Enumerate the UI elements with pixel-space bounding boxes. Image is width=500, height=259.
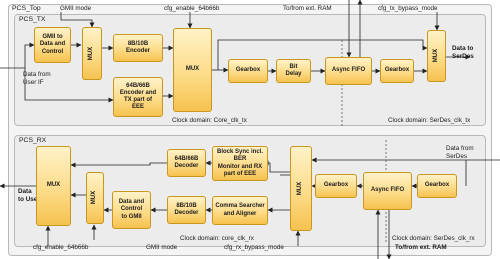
pcs-rx-title: PCS_RX (19, 137, 47, 144)
rx-gearbox2-block: Gearbox (417, 174, 457, 198)
tx-64b66b-encoder-block: 64B/66B Encoder and TX part of EEE (113, 77, 163, 117)
tx-clock-core-label: Clock domain: Core_clk_tx (172, 117, 247, 124)
rx-mux-big-block: MUX (36, 146, 71, 226)
rx-data-to-gmii-block: Data and Control to GMII (112, 191, 151, 229)
tx-gmii-to-data-block: GMII to Data and Control (34, 27, 71, 63)
rx-async-fifo-block: Async FIFO (363, 172, 412, 210)
tx-async-fifo-block: Async FIFO (325, 57, 372, 85)
rx-mux-right-block: MUX (290, 146, 312, 231)
tx-mux1-block: MUX (82, 27, 102, 80)
rx-block-sync-block: Block Sync incl. BER Monitor and RX part… (212, 146, 268, 181)
rx-ram-label: To/from ext. RAM (395, 244, 447, 251)
tx-bit-delay-block: Bit Delay (276, 59, 311, 83)
rx-data-from-serdes-label: Data from SerDes (446, 145, 474, 160)
tx-gearbox2-block: Gearbox (380, 59, 414, 83)
tx-mux1-label: MUX (88, 46, 95, 61)
tx-mux2-block: MUX (173, 28, 212, 112)
tx-data-from-user-label: Data from User IF (23, 71, 51, 86)
rx-8b10b-decoder-block: 8B/10B Decoder (167, 196, 206, 224)
rx-clock-core-label: Clock domain: core_clk_rx (180, 235, 254, 242)
tx-8b10b-encoder-block: 8B/10B Encoder (113, 34, 163, 62)
tx-gearbox1-block: Gearbox (228, 59, 268, 83)
rx-gmii-mode-label: GMII mode (146, 244, 178, 251)
pcs-tx-title: PCS_TX (19, 16, 46, 23)
tx-mux3-label: MUX (432, 49, 439, 63)
tx-mux3-block: MUX (427, 30, 446, 82)
rx-64b66b-decoder-block: 64B/66B Decoder (167, 149, 206, 177)
rx-cfg-enable-label: cfg_enable_64b66b (33, 244, 89, 251)
pcs-top-title: PCS_Top (12, 5, 41, 12)
rx-comma-searcher-block: Comma Searcher and Aligner (212, 196, 268, 225)
rx-bypass-label: cfg_rx_bypass_mode (224, 244, 284, 251)
rx-mux-small-block: MUX (86, 172, 104, 224)
rx-mux-right-label: MUX (297, 181, 304, 196)
rx-mux-small-label: MUX (91, 191, 98, 205)
rx-gearbox1-block: Gearbox (315, 174, 357, 198)
tx-cfg-enable-label: cfg_enable_64b66b (164, 5, 220, 12)
tx-clock-serdes-label: Clock domain: SerDes_clk_tx (388, 117, 471, 124)
tx-gmii-mode-label: GMII mode (60, 5, 92, 12)
tx-data-to-serdes-label: Data to SerDes (452, 45, 474, 60)
tx-ram-label: To/from ext. RAM (283, 5, 332, 12)
rx-clock-serdes-label: Clock domain: SerDes_clk_rx (392, 235, 475, 242)
tx-bypass-label: cfg_tx_bypass_mode (378, 5, 438, 12)
